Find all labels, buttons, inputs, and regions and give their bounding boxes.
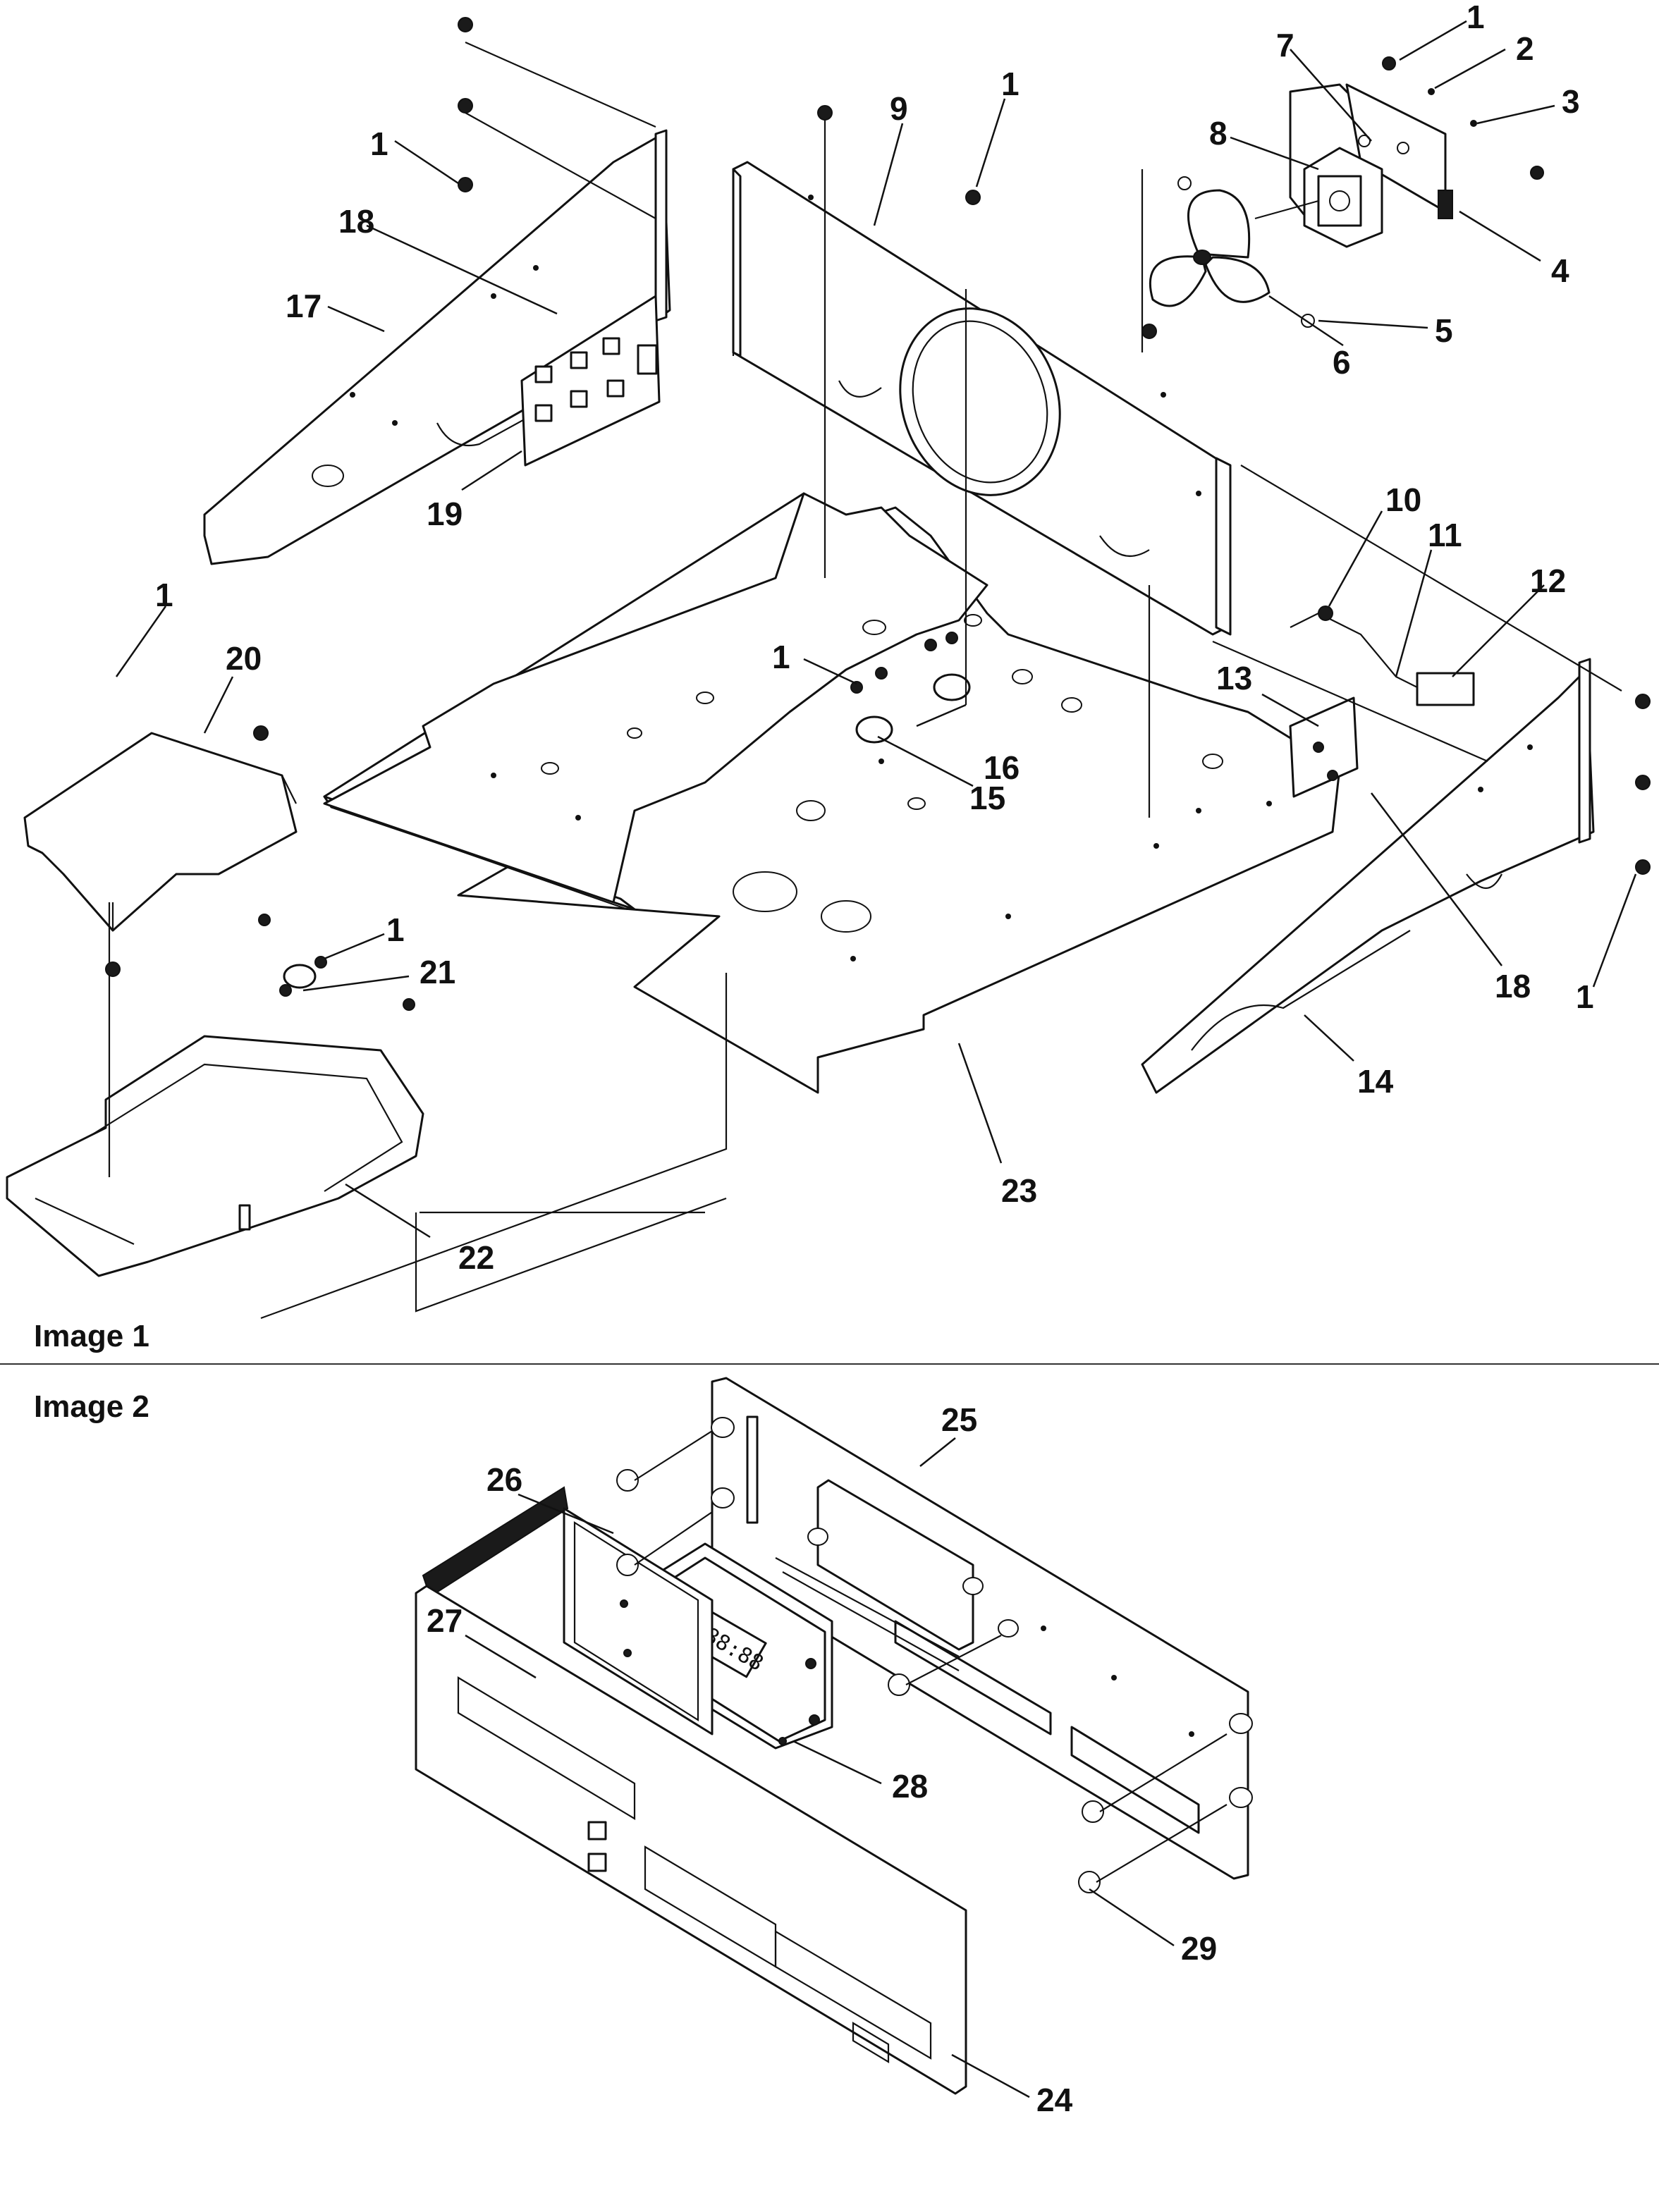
image2-assembly: 88:88 <box>415 1377 1253 2095</box>
callout-9: 9 <box>890 90 908 127</box>
left-side-panel <box>203 129 671 565</box>
callout-12: 12 <box>1530 563 1566 599</box>
callout-8: 8 <box>1209 115 1228 152</box>
callout-4: 4 <box>1551 252 1569 289</box>
callout-17: 17 <box>286 288 322 324</box>
bottom-tray <box>6 1035 424 1277</box>
right-side-panel <box>1141 658 1595 1094</box>
callout-15: 15 <box>969 780 1005 816</box>
callout-14: 14 <box>1357 1063 1394 1100</box>
explode-guides <box>108 41 1622 1320</box>
callout-10: 10 <box>1385 481 1421 518</box>
callout-25: 25 <box>941 1401 977 1438</box>
callout-2: 2 <box>1516 30 1534 67</box>
callout-1-left-front: 1 <box>155 577 173 613</box>
sensor-board <box>1289 696 1359 798</box>
screws-image1 <box>105 17 1651 1011</box>
callout-18-right: 18 <box>1495 968 1531 1004</box>
callout-3: 3 <box>1562 83 1580 120</box>
section-title-image2: Image 2 <box>34 1389 149 1424</box>
base-plate <box>323 492 988 904</box>
callout-1-thermostat-screw: 1 <box>772 639 790 675</box>
callout-5: 5 <box>1435 312 1453 349</box>
callout-13: 13 <box>1216 660 1252 696</box>
callout-22: 22 <box>458 1239 494 1276</box>
callout-16: 16 <box>984 749 1020 786</box>
callout-28: 28 <box>892 1768 928 1805</box>
window-gasket <box>422 1486 714 1735</box>
rear-panel <box>732 161 1232 636</box>
callout-7: 7 <box>1276 27 1294 63</box>
callout-27: 27 <box>427 1602 463 1639</box>
callout-29: 29 <box>1181 1930 1217 1967</box>
front-control-panel <box>415 1585 967 2095</box>
fan-blade <box>1149 189 1271 307</box>
top-cover <box>23 732 298 932</box>
callout-24: 24 <box>1036 2082 1073 2118</box>
control-board <box>520 295 661 467</box>
callout-11: 11 <box>1428 517 1462 553</box>
image1-assembly <box>6 17 1651 1320</box>
callout-1-right-screw: 1 <box>1576 978 1594 1015</box>
callout-21: 21 <box>420 954 455 990</box>
callout-1-tray-screw: 1 <box>386 911 405 948</box>
leader-lines <box>115 20 1637 2099</box>
callout-6: 6 <box>1333 344 1351 381</box>
callout-26: 26 <box>486 1461 522 1498</box>
callout-labels: 1 2 3 4 5 6 7 8 9 1 1 18 17 19 10 11 12 … <box>155 0 1594 2118</box>
screws-top-right <box>1177 56 1544 328</box>
section-title-image1: Image 1 <box>34 1319 149 1353</box>
support-bracket <box>775 1479 1019 1671</box>
callout-1-rear-screw: 1 <box>1001 66 1020 102</box>
callout-1-motor-screw: 1 <box>1467 0 1485 35</box>
callout-18-left: 18 <box>338 203 374 240</box>
fan-motor <box>1254 83 1453 248</box>
fasteners-image2 <box>616 1430 1228 1893</box>
callout-20: 20 <box>226 640 262 677</box>
thermostats <box>283 673 971 989</box>
callout-19: 19 <box>427 496 463 532</box>
callout-23: 23 <box>1001 1172 1037 1209</box>
temperature-probe <box>1290 606 1475 706</box>
callout-1-left-screw: 1 <box>370 125 388 162</box>
